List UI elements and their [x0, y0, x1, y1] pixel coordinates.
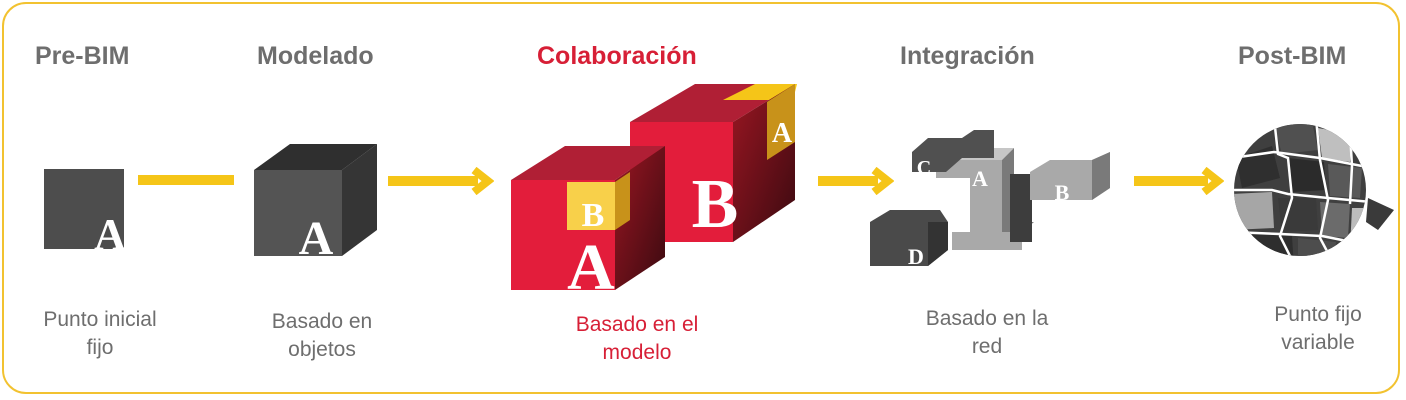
stage-desc-pre-bim: Punto inicial fijo — [20, 306, 180, 362]
arrow-right-icon — [818, 167, 894, 195]
piece-b-side — [1092, 152, 1110, 200]
piece-c — [912, 130, 994, 172]
diagram-frame — [2, 2, 1400, 394]
globe-piece-3 — [1318, 128, 1352, 162]
cube-a-icon: A — [254, 144, 377, 260]
desc-line: Basado en — [271, 310, 373, 333]
piece-d-side — [928, 222, 948, 266]
cube-top — [254, 144, 377, 170]
cube-front — [254, 170, 342, 256]
cube-side — [342, 144, 377, 256]
desc-line: fijo — [86, 336, 114, 359]
globe-piece-6 — [1234, 192, 1274, 230]
desc-line: Punto inicial — [43, 308, 157, 331]
globe-piece-7 — [1278, 198, 1318, 232]
globe-detached-piece — [1366, 198, 1394, 230]
cube-a-small-letter-b: B — [582, 197, 605, 234]
piece-d-letter: D — [908, 244, 924, 269]
arrow-right-icon — [388, 167, 494, 195]
cube-b-letter: B — [692, 166, 739, 243]
piece-dark-block — [1010, 174, 1032, 242]
desc-line: objetos — [288, 338, 356, 361]
cube-b-side-letter-a: A — [772, 118, 793, 149]
stage-desc-colaboracion: Basado en el modelo — [552, 311, 722, 367]
connector-line — [138, 175, 234, 185]
piece-b — [1030, 152, 1110, 200]
desc-line: modelo — [602, 341, 672, 364]
piece-a-letter: A — [972, 166, 988, 191]
stage-title-post-bim: Post-BIM — [1238, 42, 1347, 70]
cube-a-highlight-side — [615, 172, 630, 230]
integration-pieces-icon: A C B D — [870, 130, 1110, 269]
square-a-icon: A — [44, 169, 126, 255]
piece-c-letter: C — [917, 157, 931, 179]
puzzle-globe-icon — [1234, 124, 1394, 256]
desc-line: red — [971, 335, 1003, 358]
cube-a-top — [511, 146, 665, 180]
cube-letter-a: A — [299, 212, 334, 260]
globe-piece-4 — [1288, 158, 1326, 192]
globe-piece-5 — [1328, 164, 1362, 198]
piece-b-letter: B — [1055, 180, 1070, 205]
stage-title-integracion: Integración — [900, 42, 1035, 70]
square-letter-a: A — [94, 210, 126, 255]
cube-a-highlight — [567, 182, 615, 230]
cube-a-letter: A — [567, 231, 615, 297]
globe-piece-8 — [1320, 202, 1350, 238]
stage-title-colaboracion: Colaboración — [537, 42, 697, 70]
cube-b-side-highlight — [767, 84, 795, 160]
stage-title-pre-bim: Pre-BIM — [35, 42, 130, 70]
piece-a-front — [936, 160, 1022, 250]
stage-desc-post-bim: Punto fijo variable — [1238, 301, 1398, 357]
arrow-right-icon — [1134, 167, 1224, 195]
square-face — [44, 169, 124, 249]
desc-line: variable — [1281, 331, 1355, 354]
desc-line: Basado en la — [925, 307, 1049, 330]
globe-piece-10 — [1298, 238, 1336, 256]
stage-desc-integracion: Basado en la red — [902, 305, 1072, 361]
collaboration-cubes-icon: A B B A — [511, 84, 797, 297]
stage-title-modelado: Modelado — [257, 42, 374, 70]
globe-piece-2 — [1274, 124, 1318, 154]
desc-line: Punto fijo — [1274, 303, 1362, 326]
stage-desc-modelado: Basado en objetos — [242, 308, 402, 364]
desc-line: Basado en el — [575, 313, 699, 336]
